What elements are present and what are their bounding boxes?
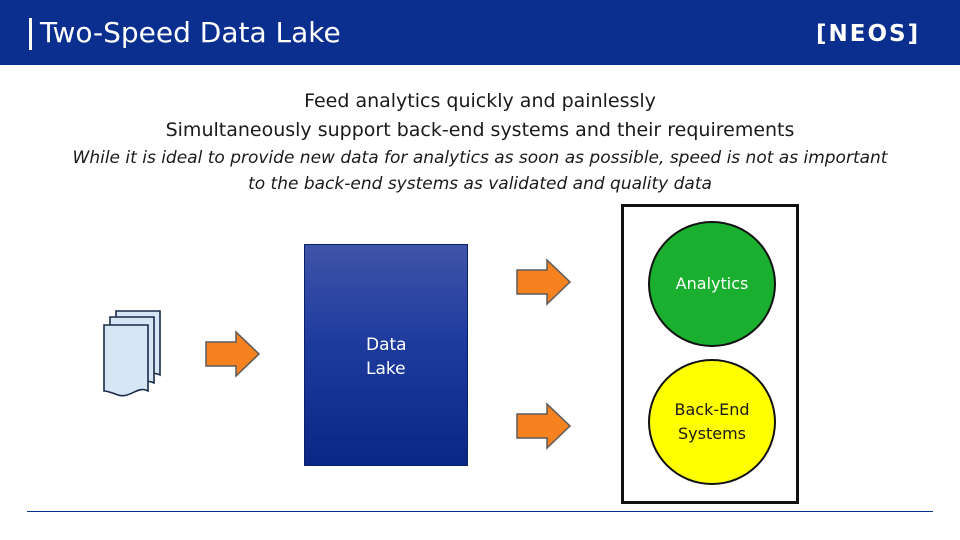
analytics-label: Analytics [675, 274, 749, 293]
subtitle-line-1: Feed analytics quickly and painlessly [304, 90, 656, 112]
backend-label-line-1: Back-End [674, 400, 750, 419]
italic-line-1: While it is ideal to provide new data fo… [72, 148, 888, 168]
data-lake-label: Data Lake [366, 333, 407, 381]
analytics-circle: Analytics [648, 221, 776, 347]
subtitle-line-2: Simultaneously support back-end systems … [165, 119, 795, 141]
italic-line-2: to the back-end systems as validated and… [248, 174, 712, 194]
arrow-to-lake-icon [205, 330, 261, 378]
data-lake-box [304, 244, 468, 466]
header-bar: Two-Speed Data Lake [NEOS] [0, 0, 960, 65]
arrow-to-analytics-icon [516, 258, 572, 306]
document-stack-icon [103, 310, 161, 397]
bottom-divider [27, 511, 933, 512]
arrow-to-backend-icon [516, 402, 572, 450]
backend-label-line-2: Systems [678, 424, 746, 443]
data-lake-label-line-2: Lake [366, 359, 406, 379]
backend-systems-circle: Back-End Systems [648, 359, 776, 485]
slide-title: Two-Speed Data Lake [40, 16, 341, 49]
neos-logo: [NEOS] [816, 21, 921, 47]
data-lake-label-line-1: Data [366, 335, 407, 355]
title-accent-bar [29, 18, 32, 50]
